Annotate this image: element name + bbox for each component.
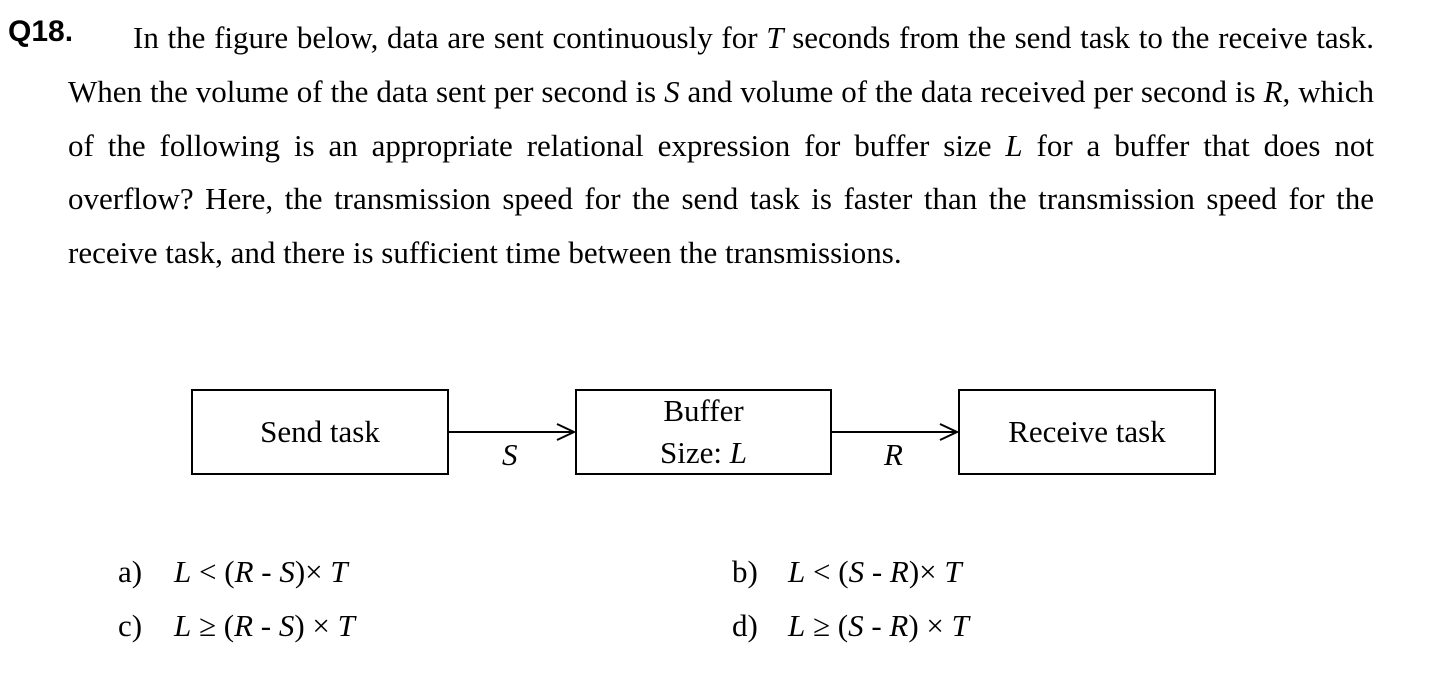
choice-a-letter: a) (118, 554, 143, 589)
choice-expression-part: < ( (191, 554, 235, 589)
choice-expression-part: S (848, 608, 864, 643)
choice-d-expression: L ≥ (S - R) × T (788, 608, 969, 643)
buffer-size-prefix: Size: (660, 435, 730, 470)
choice-a-expression: L < (R - S)× T (174, 554, 348, 589)
choice-d[interactable]: d) L ≥ (S - R) × T (732, 606, 969, 646)
choice-b-letter: b) (732, 554, 758, 589)
choice-expression-part: ≥ ( (191, 608, 235, 643)
choice-b[interactable]: b) L < (S - R)× T (732, 552, 962, 592)
choice-expression-part: T (951, 608, 969, 643)
choice-b-expression: L < (S - R)× T (788, 554, 962, 589)
choice-expression-part: )× (294, 554, 331, 589)
choice-expression-part: T (330, 554, 348, 589)
question-text-part: , which of the following is an appropria… (68, 73, 1375, 163)
choice-expression-part: T (944, 554, 962, 589)
choice-expression-part: ≥ ( (805, 608, 849, 643)
buffer-size-label: Size: L (660, 432, 747, 474)
question-number: Q18. (8, 15, 74, 48)
send-rate-label: S (502, 437, 518, 472)
choice-expression-part: )× (908, 554, 945, 589)
receive-task-label: Receive task (1008, 414, 1166, 449)
choice-expression-part: L (174, 608, 192, 643)
question-text-part: and volume of the data received per seco… (679, 73, 1264, 109)
choice-expression-part: S (848, 554, 865, 589)
buffer-box: Buffer Size: L (575, 389, 832, 475)
buffer-label: Buffer (663, 393, 744, 428)
choice-expression-part: T (337, 608, 355, 643)
choice-expression-part: L (788, 608, 806, 643)
send-task-label: Send task (260, 414, 380, 449)
send-task-box: Send task (191, 389, 449, 475)
question-text-part: for a buffer that does not overflow? Her… (68, 127, 1374, 271)
choice-expression-part: R (889, 608, 909, 643)
choice-expression-part: L (788, 554, 806, 589)
choice-expression-part: R (234, 554, 254, 589)
receive-rate-label: R (884, 437, 903, 472)
choice-expression-part: R (234, 608, 254, 643)
choice-d-letter: d) (732, 608, 758, 643)
choice-c-expression: L ≥ (R - S) × T (174, 608, 355, 643)
question-text-part: seconds from the send task to the receiv… (68, 20, 1374, 109)
choice-expression-part: ) × (908, 608, 952, 643)
question-text-part: L (1005, 127, 1023, 163)
choice-expression-part: - (253, 554, 280, 589)
choice-expression-part: ) × (294, 608, 338, 643)
buffer-size-var: L (729, 435, 747, 470)
arrow-buffer-to-receive (832, 423, 960, 441)
question-text-part: T (766, 20, 784, 55)
choice-expression-part: < ( (805, 554, 849, 589)
question-text-part: In the figure below, data are sent conti… (133, 20, 767, 55)
choice-a[interactable]: a) L < (R - S)× T (118, 552, 348, 592)
question-text-part: S (664, 73, 680, 109)
choice-expression-part: - (253, 608, 279, 643)
arrow-send-to-buffer (449, 423, 577, 441)
choice-expression-part: - (863, 608, 890, 643)
question-text-part: R (1263, 73, 1283, 109)
choice-expression-part: - (864, 554, 890, 589)
choice-expression-part: S (278, 608, 295, 643)
choice-c[interactable]: c) L ≥ (R - S) × T (118, 606, 355, 646)
choice-expression-part: L (174, 554, 192, 589)
choice-expression-part: R (889, 554, 909, 589)
choice-c-letter: c) (118, 608, 143, 643)
choice-expression-part: S (279, 554, 295, 589)
question-text: In the figure below, data are sent conti… (68, 11, 1374, 280)
